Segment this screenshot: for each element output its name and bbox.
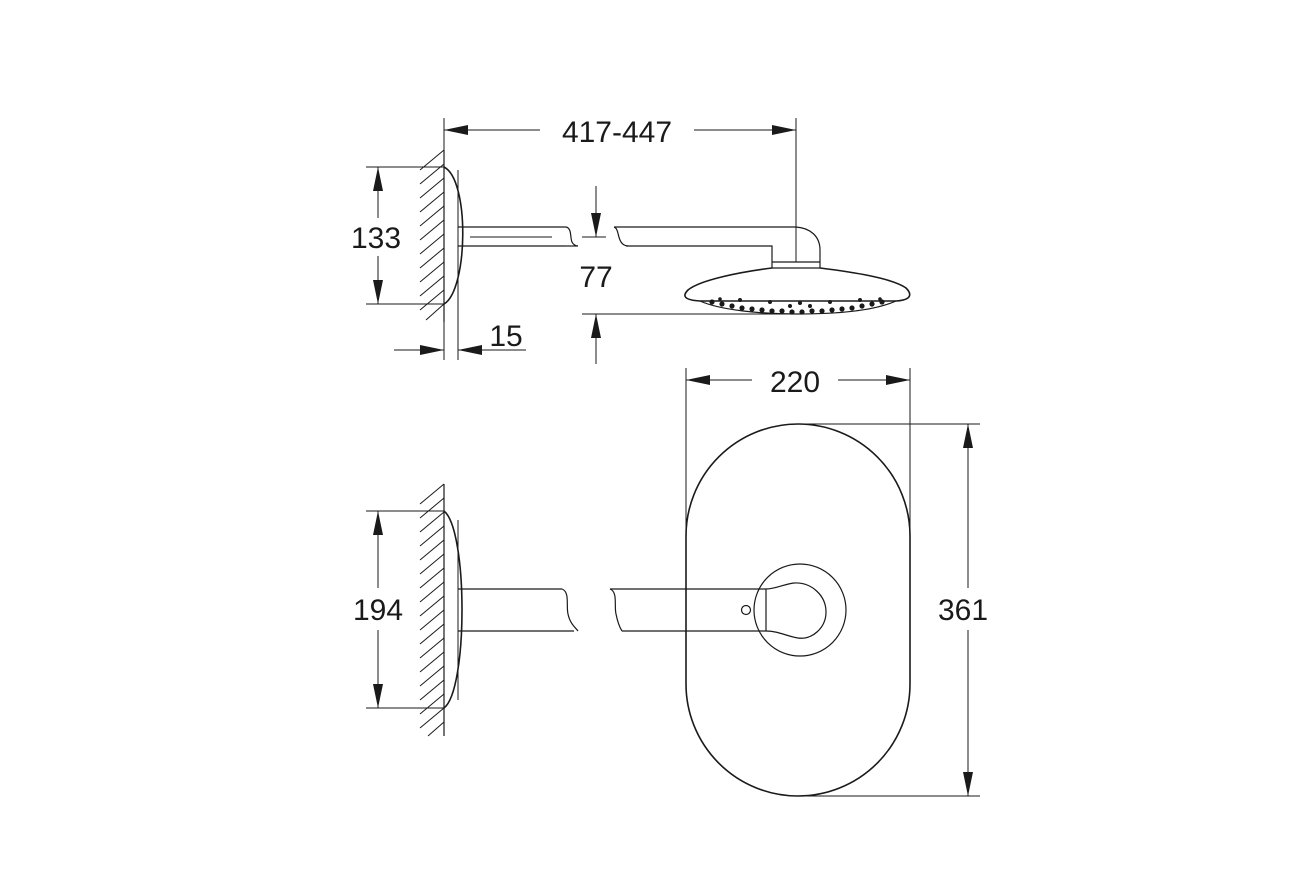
dim-head-width-label: 220 bbox=[770, 366, 820, 399]
dim-wall-plate-depth-label: 15 bbox=[489, 320, 522, 353]
plan-arm-left bbox=[458, 588, 579, 632]
dim-head-length-label: 361 bbox=[938, 594, 988, 627]
dim-arm-drop: 77 bbox=[579, 186, 798, 364]
side-view: 417-447 133 77 bbox=[351, 116, 911, 364]
dim-wall-plate-height-front-label: 194 bbox=[353, 594, 403, 627]
dim-head-width: 220 bbox=[685, 366, 911, 560]
plan-shower-head bbox=[685, 423, 911, 797]
dim-arm-length: 417-447 bbox=[443, 116, 797, 227]
dim-wall-plate-depth: 15 bbox=[394, 320, 526, 360]
side-arm-right bbox=[613, 226, 821, 269]
side-arm-left bbox=[458, 226, 579, 247]
plan-wall-plate bbox=[443, 510, 463, 709]
plan-wall-hatch bbox=[419, 483, 445, 737]
dim-head-length: 361 bbox=[800, 423, 988, 797]
side-shower-head bbox=[684, 267, 911, 315]
dim-arm-length-label: 417-447 bbox=[562, 116, 672, 149]
dim-arm-drop-label: 77 bbox=[579, 261, 612, 294]
side-wall-plate bbox=[443, 166, 464, 305]
dim-wall-plate-height-side-label: 133 bbox=[351, 222, 401, 255]
plan-arm-right bbox=[609, 588, 767, 632]
dim-wall-plate-height-front: 194 bbox=[353, 510, 444, 709]
dim-wall-plate-height-side: 133 bbox=[351, 166, 444, 305]
plan-view: 220 194 361 bbox=[353, 366, 988, 797]
side-wall-hatch bbox=[419, 149, 445, 322]
